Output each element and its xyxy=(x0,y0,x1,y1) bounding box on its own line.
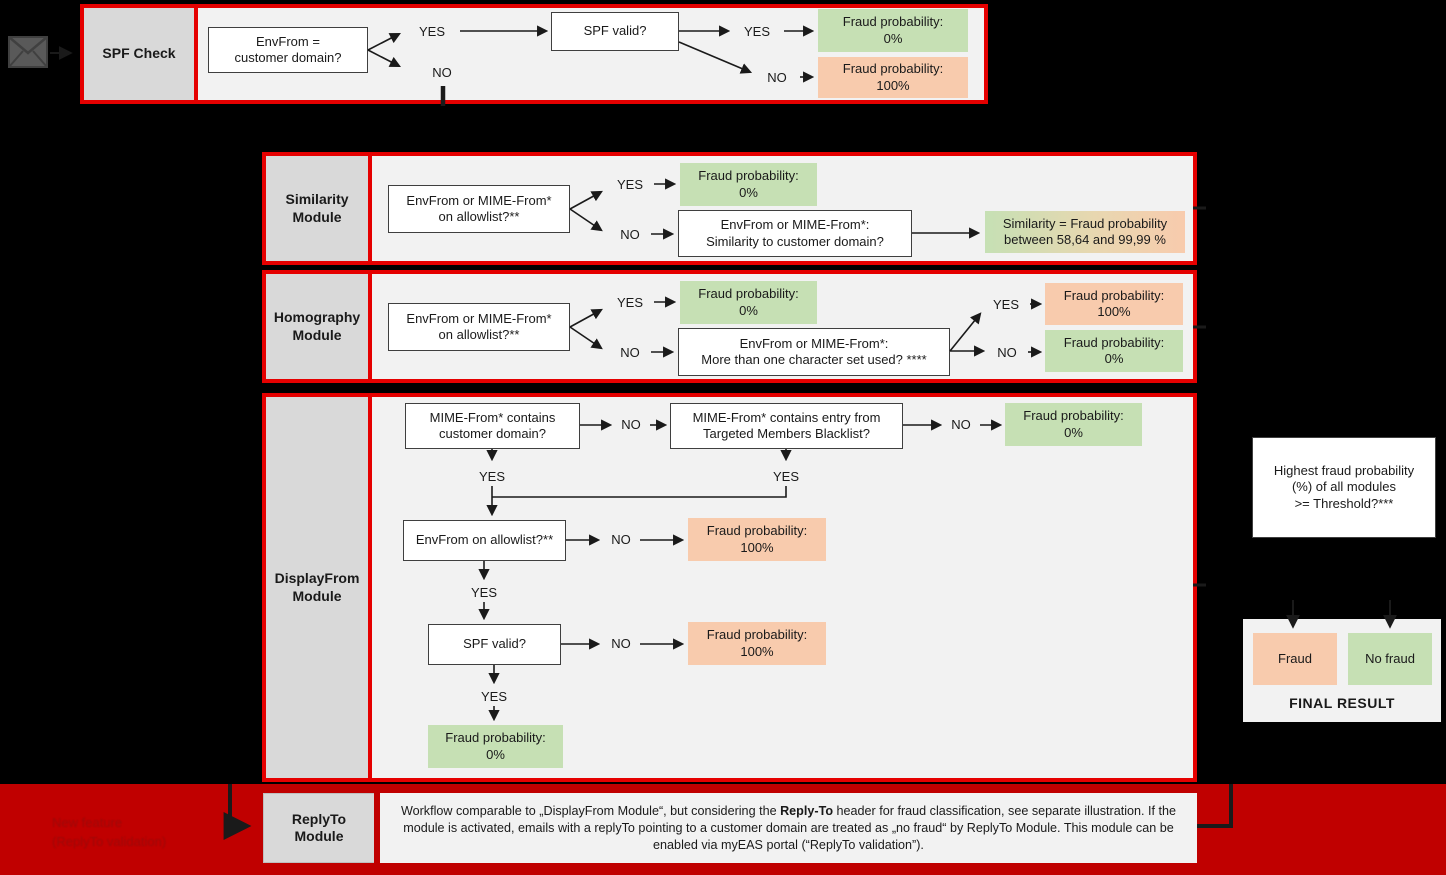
replyto-description-box: Workflow comparable to „DisplayFrom Modu… xyxy=(380,793,1197,863)
displayfrom-allowlist-yes-label: YES xyxy=(470,584,497,600)
displayfrom-question-blacklist: MIME-From* contains entry from Targeted … xyxy=(670,403,903,449)
homography-result-no-fraud-2: Fraud probability: 0% xyxy=(1045,330,1183,372)
spf-yes-label: YES xyxy=(418,23,445,39)
homography-yes-label: YES xyxy=(616,294,643,310)
displayfrom-spf-yes-label: YES xyxy=(480,688,507,704)
homography-charset-no-label: NO xyxy=(997,344,1017,360)
final-result-label: FINAL RESULT xyxy=(1289,695,1395,712)
homography-result-fraud: Fraud probability: 100% xyxy=(1045,283,1183,325)
spf-valid-no-label: NO xyxy=(767,69,787,85)
spf-check-module-label: SPF Check xyxy=(84,8,198,100)
replyto-description-text: Workflow comparable to „DisplayFrom Modu… xyxy=(400,803,1177,852)
replyto-module-label: ReplyTo Module xyxy=(263,793,374,863)
homography-module-label: Homography Module xyxy=(266,274,372,379)
homography-question-charset: EnvFrom or MIME-From*: More than one cha… xyxy=(678,328,950,376)
similarity-yes-label: YES xyxy=(616,176,643,192)
displayfrom-result-no-fraud-2: Fraud probability: 0% xyxy=(428,725,563,768)
homography-charset-yes-label: YES xyxy=(992,296,1019,312)
displayfrom-blacklist-yes-label: YES xyxy=(772,468,799,484)
homography-result-no-fraud: Fraud probability: 0% xyxy=(680,281,817,324)
similarity-result-range: Similarity = Fraud probability between 5… xyxy=(985,211,1185,253)
similarity-question-similarity: EnvFrom or MIME-From*: Similarity to cus… xyxy=(678,210,912,257)
envelope-icon xyxy=(8,36,48,68)
spf-valid-yes-label: YES xyxy=(743,23,770,39)
similarity-question-allowlist: EnvFrom or MIME-From* on allowlist?** xyxy=(388,185,570,233)
similarity-module-label: Similarity Module xyxy=(266,156,372,261)
displayfrom-result-fraud-2: Fraud probability: 100% xyxy=(688,622,826,665)
spf-result-no-fraud: Fraud probability: 0% xyxy=(818,9,968,52)
displayfrom-result-fraud-1: Fraud probability: 100% xyxy=(688,518,826,561)
displayfrom-question-spf-valid: SPF valid? xyxy=(428,624,561,665)
threshold-decision-box: Highest fraud probability (%) of all mod… xyxy=(1252,437,1436,538)
displayfrom-question-contains: MIME-From* contains customer domain? xyxy=(405,403,580,449)
final-no-fraud-box: No fraud xyxy=(1348,633,1432,685)
spf-question-envfrom: EnvFrom = customer domain? xyxy=(208,27,368,73)
displayfrom-contains-no-label: NO xyxy=(621,416,641,432)
displayfrom-result-no-fraud-1: Fraud probability: 0% xyxy=(1005,403,1142,446)
similarity-result-no-fraud: Fraud probability: 0% xyxy=(680,163,817,206)
displayfrom-module xyxy=(262,393,1197,782)
homography-question-allowlist: EnvFrom or MIME-From* on allowlist?** xyxy=(388,303,570,351)
homography-no-label: NO xyxy=(620,344,640,360)
spf-no-label: NO xyxy=(432,64,452,80)
displayfrom-blacklist-no-label: NO xyxy=(951,416,971,432)
displayfrom-module-label: DisplayFrom Module xyxy=(266,397,372,778)
replyto-hidden-note: New feature (ReplyTo validation) xyxy=(52,814,167,850)
spf-result-fraud: Fraud probability: 100% xyxy=(818,57,968,98)
displayfrom-question-allowlist: EnvFrom on allowlist?** xyxy=(403,520,566,561)
displayfrom-contains-yes-label: YES xyxy=(478,468,505,484)
displayfrom-allowlist-no-label: NO xyxy=(611,531,631,547)
spf-question-valid: SPF valid? xyxy=(551,12,679,51)
final-fraud-box: Fraud xyxy=(1253,633,1337,685)
displayfrom-spf-no-label: NO xyxy=(611,635,631,651)
similarity-no-label: NO xyxy=(620,226,640,242)
